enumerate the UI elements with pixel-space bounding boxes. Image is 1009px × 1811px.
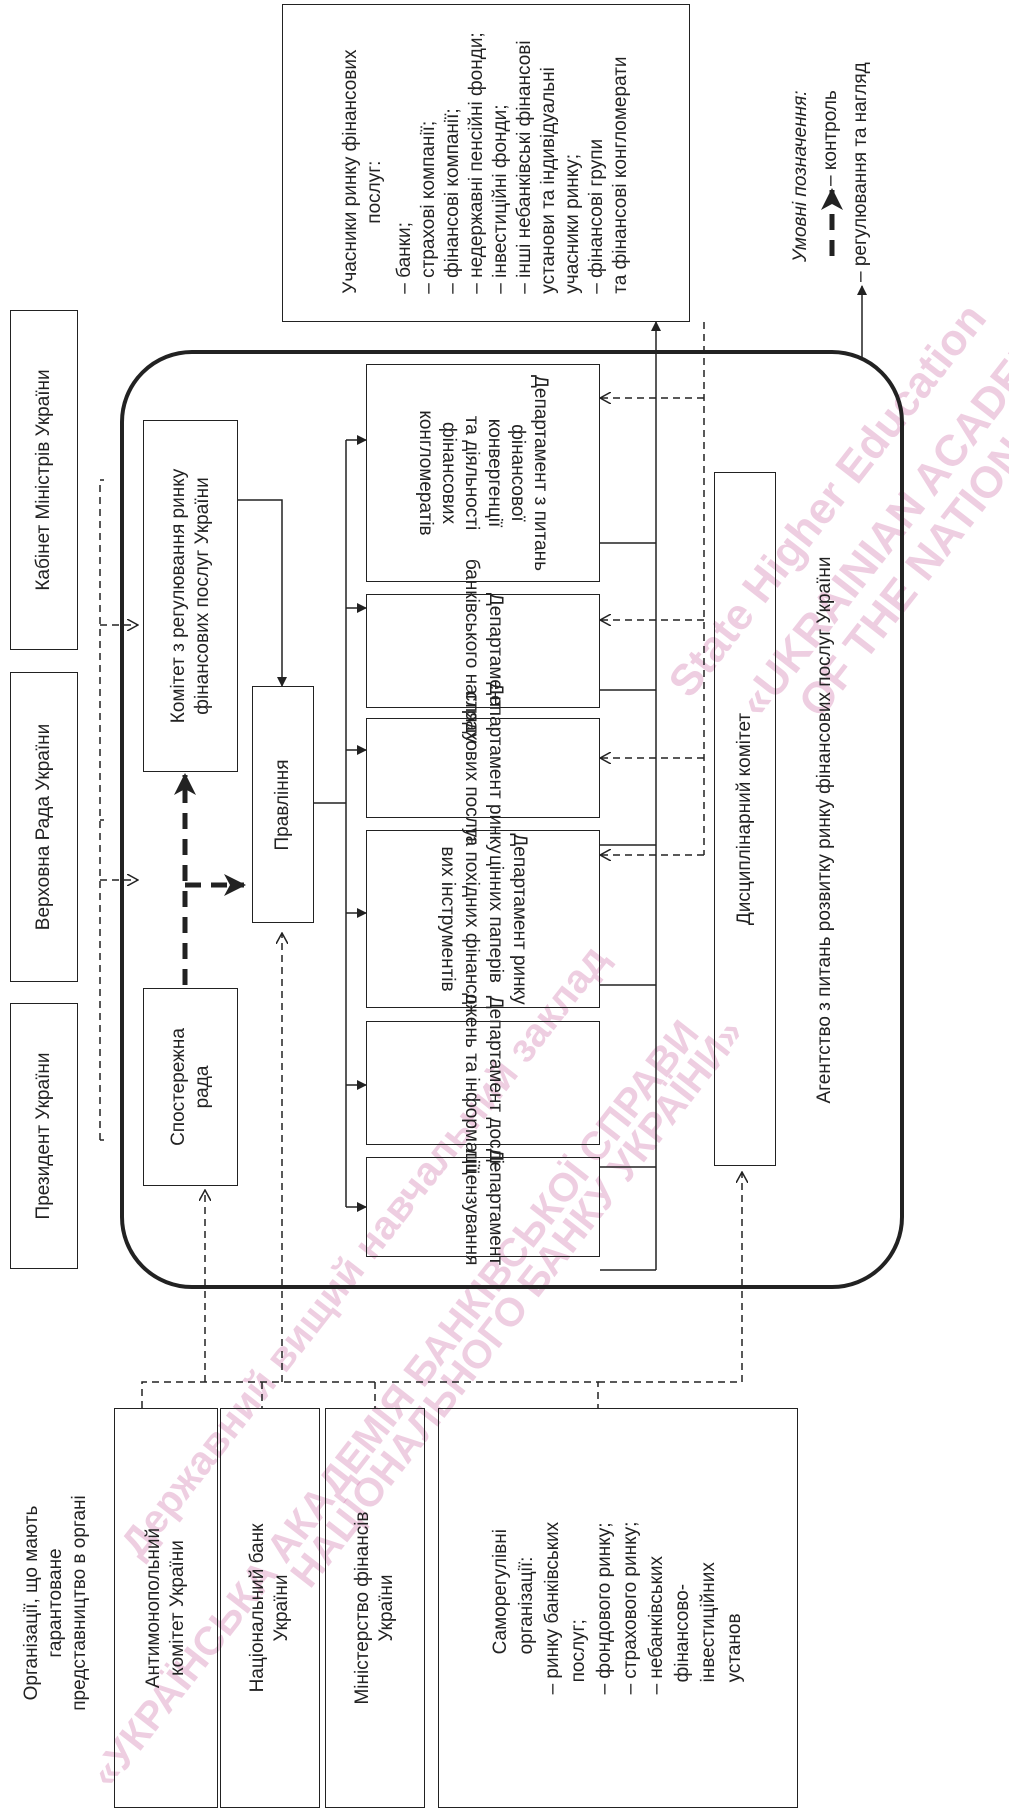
supervisory-line-1: Спостережна — [167, 1028, 189, 1146]
disciplinary-committee-box: Дисциплінарний комітет — [714, 472, 776, 1166]
sro-line-2: організації: — [516, 1556, 537, 1655]
sro-line-4: послуг; — [568, 1619, 589, 1683]
nbu-box: Національний банк України — [220, 1408, 320, 1808]
participants-item-3: – фінансові компанії; — [442, 108, 463, 294]
dept-research-line-2: джень та інформації — [461, 993, 482, 1173]
dept-convergence-line-5: фінансових — [438, 422, 459, 524]
cabinet-box: Кабінет Міністрів України — [10, 310, 78, 650]
sro-line-8: фінансово- — [672, 1583, 693, 1683]
legend-control-label: – контроль — [820, 90, 841, 186]
amcu-line-1: Антимонопольний — [143, 1527, 164, 1689]
dept-research-line-1: Департамент дослі- — [485, 995, 506, 1171]
participants-item-9: – фінансові групи — [586, 138, 607, 294]
orgs-title-line-3: представництво в органі — [69, 1495, 90, 1711]
dept-licensing-box: Департамент ліцензування — [366, 1149, 600, 1265]
president-label: Президент України — [33, 1052, 54, 1220]
cabinet-label: Кабінет Міністрів України — [33, 369, 54, 591]
dept-banking-line-2: банківського нагляду — [461, 558, 482, 744]
participants-item-4: – недержавні пенсійні фонди; — [466, 32, 487, 294]
nbu-line-1: Національний банк — [247, 1523, 268, 1693]
orgs-title: Організації, що мають гарантоване предст… — [0, 1403, 112, 1803]
dept-convergence-box: Департамент з питань фінансової конверге… — [366, 364, 600, 582]
dept-securities-box: Департамент ринку цінних паперів та похі… — [366, 827, 600, 1011]
rada-box: Верховна Рада України — [10, 672, 78, 982]
participants-item-10: та фінансові конгломерати — [610, 56, 631, 294]
participants-item-8: учасники ринку; — [562, 153, 583, 294]
nbu-line-2: України — [271, 1574, 292, 1642]
amcu-box: Антимонопольний комітет України — [114, 1408, 218, 1808]
sro-line-1: Саморегулівні — [490, 1529, 511, 1655]
amcu-line-2: комітет України — [167, 1540, 188, 1676]
disciplinary-label: Дисциплінарний комітет — [734, 712, 755, 926]
agency-title-wrap: Агентство з питань розвитку ринку фінанс… — [790, 470, 860, 1190]
supervisory-board-box: Спостережна рада — [143, 988, 238, 1186]
sro-box: Саморегулівні організації: – ринку банкі… — [438, 1408, 798, 1808]
dept-insurance-box: Департамент ринку страхових послуг — [366, 682, 600, 854]
sro-line-6: – страхового ринку; — [620, 1521, 641, 1695]
sro-line-10: установ — [724, 1613, 745, 1683]
agency-frame — [120, 350, 904, 1289]
orgs-title-line-1: Організації, що мають — [21, 1505, 42, 1701]
minfin-line-1: Міністерство фінансів — [352, 1511, 373, 1705]
legend-regulation-label: – регулювання та нагляд — [850, 62, 871, 282]
dept-convergence-line-2: фінансової — [507, 424, 528, 522]
president-box: Президент України — [10, 1003, 78, 1269]
legend-title: Умовні позначення: — [790, 90, 811, 262]
participants-title-1: Учасники ринку фінансових — [340, 49, 361, 294]
sro-line-3: – ринку банківських — [542, 1521, 563, 1695]
committee-line-2: фінансових послуг України — [191, 477, 213, 715]
orgs-title-line-2: гарантоване — [45, 1548, 66, 1658]
dept-securities-line-2: цінних паперів — [485, 854, 506, 984]
committee-line-1: Комітет з регулювання ринку — [167, 468, 189, 724]
dept-banking-line-1: Департамент — [485, 592, 506, 710]
dept-convergence-line-3: конвергенції — [484, 418, 505, 528]
dept-research-box: Департамент дослі- джень та інформації — [366, 993, 600, 1173]
participants-item-5: – інвестиційні фонди; — [490, 104, 511, 294]
dept-securities-line-1: Департамент ринку — [509, 833, 530, 1005]
dept-convergence-line-1: Департамент з питань — [530, 375, 551, 571]
regulation-committee-box: Комітет з регулювання ринку фінансових п… — [143, 420, 238, 772]
supervisory-line-2: рада — [191, 1065, 213, 1109]
participants-item-7: установи та індивідуальні — [538, 67, 559, 294]
dept-convergence-line-6: конгломератів — [415, 410, 436, 536]
dept-securities-line-4: вих інструментів — [437, 846, 458, 992]
participants-title-2: послуг: — [364, 160, 385, 224]
agency-title: Агентство з питань розвитку ринку фінанс… — [814, 556, 835, 1104]
rada-label: Верховна Рада України — [33, 723, 54, 931]
sro-line-7: – небанківських — [646, 1555, 667, 1695]
dept-convergence-line-4: та діяльності — [461, 415, 482, 531]
dept-securities-line-3: та похідних фінансо- — [461, 827, 482, 1011]
participants-box: Учасники ринку фінансових послуг: – банк… — [282, 4, 690, 322]
participants-item-6: – інші небанківські фінансові — [514, 40, 535, 294]
sro-line-9: інвестиційних — [698, 1562, 719, 1683]
board-box: Правління — [252, 686, 314, 923]
minfin-line-2: України — [376, 1574, 397, 1642]
dept-banking-box: Департамент банківського нагляду — [366, 559, 600, 743]
participants-item-2: – страхові компанії; — [418, 120, 439, 294]
sro-line-5: – фондового ринку; — [594, 1522, 615, 1695]
minfin-box: Міністерство фінансів України — [325, 1408, 425, 1808]
participants-item-1: – банки; — [394, 222, 415, 294]
board-label: Правління — [272, 758, 293, 851]
